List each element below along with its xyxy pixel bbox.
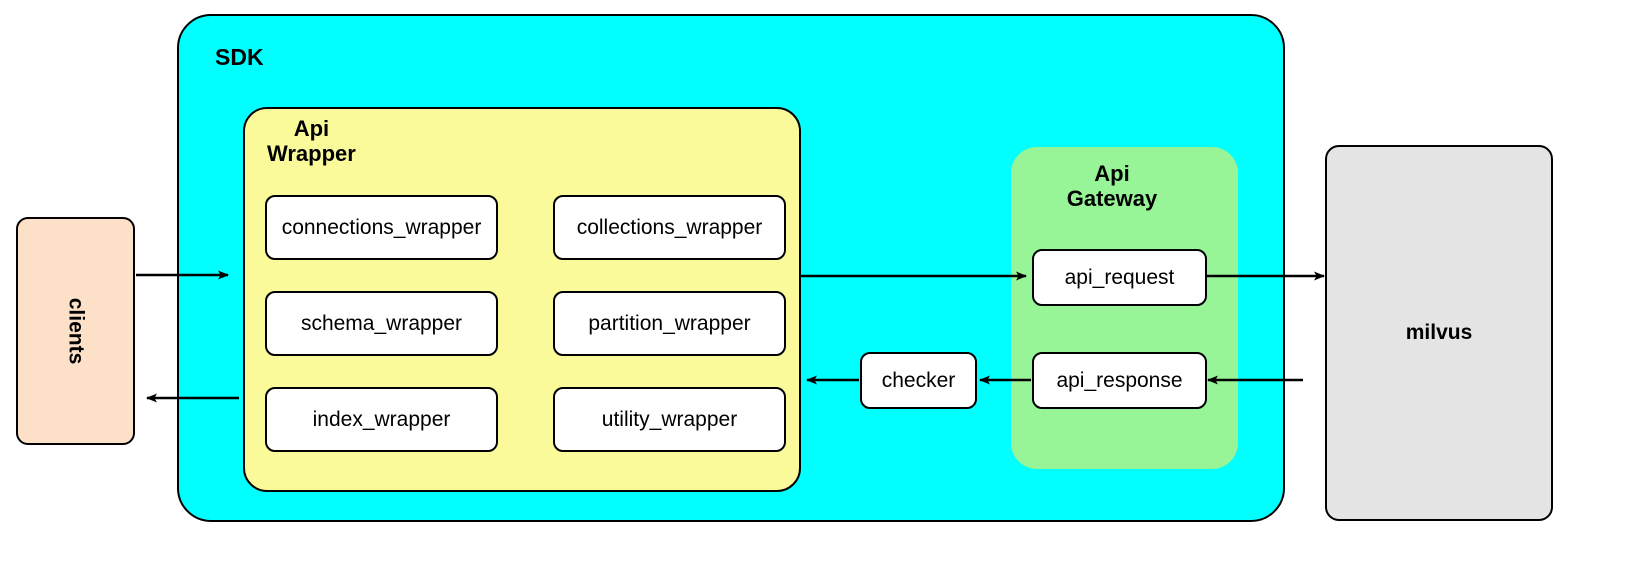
sdk-label: SDK	[215, 44, 264, 70]
node-connections-wrapper[interactable]: connections_wrapper	[265, 195, 498, 260]
node-connections-wrapper-label: connections_wrapper	[281, 215, 482, 239]
api-gateway-container[interactable]: Api Gateway	[1011, 147, 1238, 469]
node-partition-wrapper[interactable]: partition_wrapper	[553, 291, 786, 356]
node-schema-wrapper-label: schema_wrapper	[300, 311, 463, 335]
node-milvus[interactable]: milvus	[1325, 145, 1553, 521]
node-api-response-label: api_response	[1056, 368, 1183, 392]
node-index-wrapper-label: index_wrapper	[312, 407, 451, 431]
node-utility-wrapper[interactable]: utility_wrapper	[553, 387, 786, 452]
node-schema-wrapper[interactable]: schema_wrapper	[265, 291, 498, 356]
node-clients-label: clients	[64, 297, 88, 365]
node-utility-wrapper-label: utility_wrapper	[601, 407, 738, 431]
node-partition-wrapper-label: partition_wrapper	[588, 311, 751, 335]
node-api-response[interactable]: api_response	[1032, 352, 1207, 409]
api-gateway-label: Api Gateway	[1066, 161, 1158, 211]
api-wrapper-label: Api Wrapper	[267, 116, 356, 166]
node-api-request-label: api_request	[1064, 265, 1175, 289]
node-milvus-label: milvus	[1405, 321, 1473, 344]
node-collections-wrapper[interactable]: collections_wrapper	[553, 195, 786, 260]
node-collections-wrapper-label: collections_wrapper	[576, 215, 763, 239]
node-api-request[interactable]: api_request	[1032, 249, 1207, 306]
node-index-wrapper[interactable]: index_wrapper	[265, 387, 498, 452]
node-clients[interactable]: clients	[16, 217, 135, 445]
node-checker[interactable]: checker	[860, 352, 977, 409]
node-checker-label: checker	[881, 368, 956, 392]
